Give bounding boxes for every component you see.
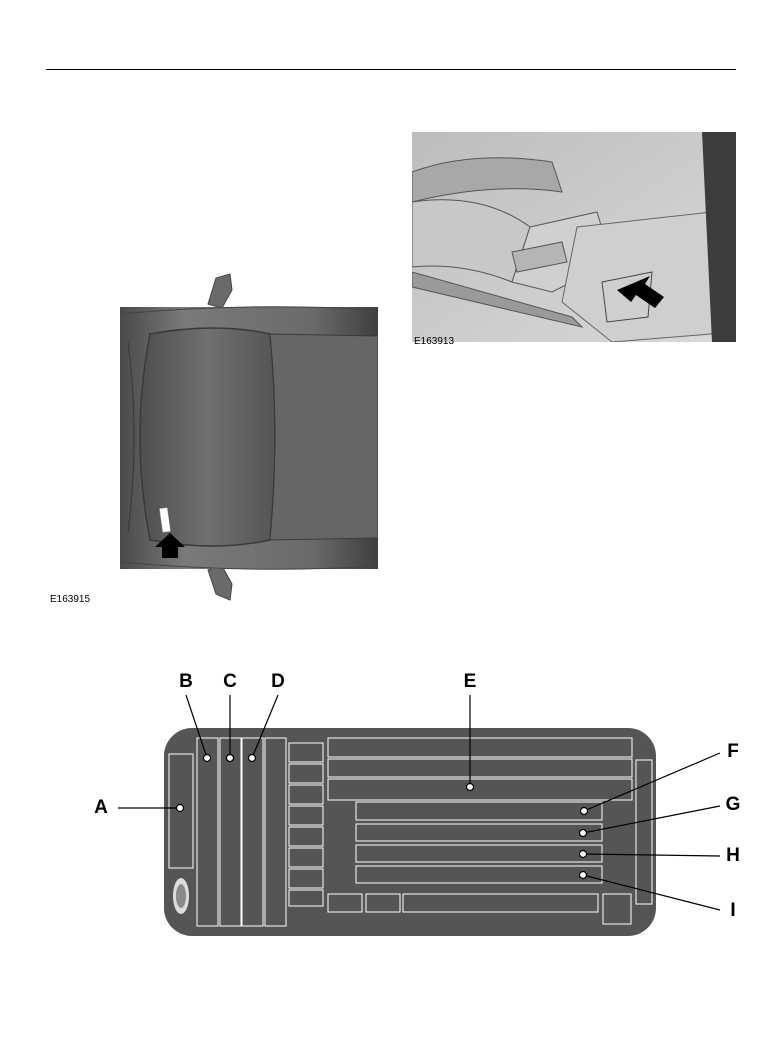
- callout-letter-d: D: [271, 671, 285, 693]
- header-rule: [46, 69, 736, 70]
- callout-letter-i: I: [730, 900, 735, 922]
- callout-letter-b: B: [179, 671, 193, 693]
- seat-base-illustration: [412, 132, 736, 342]
- callout-letter-a: A: [94, 797, 108, 819]
- car-top-view-figure: [120, 272, 378, 602]
- callout-letter-h: H: [726, 845, 740, 867]
- seat-base-figure: [412, 132, 736, 342]
- figure-code-top-view: E163915: [50, 594, 90, 605]
- callout-letter-c: C: [223, 671, 237, 693]
- vin-label-plate: [80, 670, 760, 950]
- vin-label-diagram: [80, 670, 760, 950]
- car-top-view-illustration: [120, 272, 378, 602]
- callout-letter-g: G: [726, 794, 741, 816]
- figure-code-seat-view: E163913: [414, 336, 454, 347]
- callout-letter-e: E: [464, 671, 477, 693]
- callout-letter-f: F: [727, 741, 739, 763]
